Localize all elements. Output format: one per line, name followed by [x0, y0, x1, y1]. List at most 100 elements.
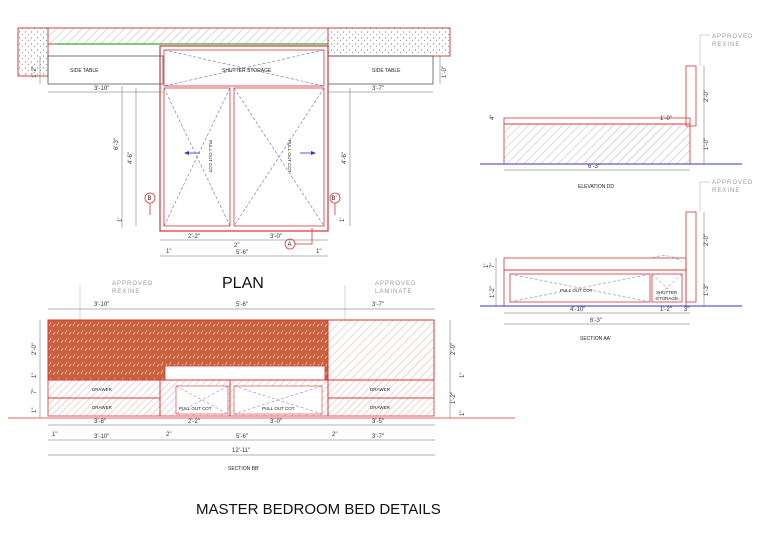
elev-note-1: APPROVED — [712, 34, 753, 40]
note-rexine-2: REXINE — [112, 289, 140, 295]
aa-mattress — [503, 257, 687, 271]
dim-bb-top-right: 3'-7" — [372, 302, 384, 308]
dim-elev-small: 1'-0" — [660, 116, 672, 122]
headboard-laminate — [327, 319, 435, 381]
dim-bb-h-d: 1'-2" — [451, 392, 457, 404]
dim-elev-e: 4" — [490, 115, 496, 120]
drawer-left-top-label: DRAWER — [92, 387, 113, 392]
dim-bb-h-b: 7" — [32, 389, 38, 394]
pull-out-left-label: PULL OUT COT — [208, 140, 213, 173]
section-bb-label: SECTION BB' — [228, 466, 259, 472]
dim-bb-c5: 2" — [332, 432, 337, 438]
drawer-right-top-label: DRAWER — [370, 387, 391, 392]
dim-bb-top-center: 5'-6" — [236, 302, 248, 308]
drawer-right-bottom — [327, 397, 435, 417]
dim-bb-board-left: 2'-0" — [32, 343, 38, 355]
aa-shutter-label-1: SHUTTER — [656, 290, 678, 295]
dim-left-inner: 4'-6" — [128, 152, 134, 164]
dim-right-inner: 4'-6" — [342, 152, 348, 164]
aa-cot — [509, 273, 651, 303]
dim-aa-w1: 4'-10" — [570, 307, 585, 313]
aa-note-1: APPROVED — [712, 180, 753, 186]
dim-tiny-right: 1' — [340, 218, 346, 222]
note-rexine-1: APPROVED — [112, 281, 153, 287]
cot-right-diag-2 — [233, 87, 325, 227]
marker-b-right-label: B' — [332, 196, 337, 202]
sheet-title: MASTER BEDROOM BED DETAILS — [196, 501, 441, 518]
dim-aa-total: 6'-3" — [590, 318, 602, 324]
dim-bb-c3: 2" — [166, 432, 171, 438]
dim-bb-c2: 3'-10" — [94, 434, 109, 440]
dim-elev-h2: 1'-0" — [704, 138, 710, 150]
elev-bed-body — [503, 123, 691, 165]
dim-bb-b1: 3'-8" — [94, 419, 106, 425]
pull-out-cot-right — [233, 87, 325, 227]
wall-top — [47, 27, 329, 45]
dim-aa-h4: 1' — [484, 264, 490, 268]
dim-top-left: 3'-10" — [94, 86, 109, 92]
wall-column-right — [327, 27, 451, 57]
dim-bb-total: 12'-11" — [232, 448, 250, 454]
drawer-right-bottom-label: DRAWER — [370, 405, 391, 410]
cot-bb-left-face — [175, 385, 229, 415]
drawer-left-bottom-label: DRAWER — [92, 405, 113, 410]
dim-top-right: 3'-7" — [372, 86, 384, 92]
section-bb-view: APPROVED REXINE APPROVED LAMINATE 3'-10"… — [8, 281, 515, 472]
side-table-left — [47, 55, 164, 85]
shutter-storage-label: SHUTTER STORAGE — [222, 68, 272, 74]
note-laminate-2: LAMINATE — [375, 289, 413, 295]
dim-elev-w: 6'-3" — [588, 164, 600, 170]
elevation-dd-label: ELEVATION DD — [578, 184, 614, 190]
dim-bb-b3: 3'-0" — [270, 419, 282, 425]
dim-left-small: 1' — [118, 218, 124, 222]
bed-outline — [159, 45, 329, 232]
dim-bb-b2: 2'-2" — [188, 419, 200, 425]
side-table-right-label: SIDE TABLE — [372, 68, 401, 74]
aa-cot-label: PULL OUT COT — [560, 288, 593, 293]
dim-bb-h-a: 1" — [32, 373, 38, 378]
dim-aa-h5: 7" — [490, 263, 496, 268]
dim-center-small: 2" — [234, 243, 239, 249]
arrow-left-head — [184, 151, 189, 155]
side-table-left-label: SIDE TABLE — [70, 68, 99, 74]
dim-left-outer: 6'-3" — [114, 138, 120, 150]
dim-aa-w2: 1'-2" — [660, 307, 672, 313]
dim-bb-h-f: 1" — [460, 411, 466, 416]
dim-edge-right: 1" — [316, 249, 321, 255]
aa-cot-diag-2 — [509, 273, 651, 303]
section-aa-label: SECTION AA' — [580, 336, 611, 342]
pull-out-right-label: PULL OUT COT — [287, 140, 292, 173]
aa-note-leader — [699, 181, 710, 212]
section-aa-view: APPROVED REXINE PULL OUT COT SHUTTER STO… — [480, 180, 753, 342]
dim-bb-h-c: 1" — [32, 408, 38, 413]
shutter-storage-box — [163, 49, 325, 87]
dim-edge-left: 1" — [166, 249, 171, 255]
elev-headboard — [685, 65, 697, 127]
dim-elev-h1: 2'-0" — [704, 90, 710, 102]
dim-bb-h-e: 1" — [460, 373, 466, 378]
plan-view: SIDE TABLE SIDE TABLE SHUTTER STORAGE PU… — [17, 27, 451, 292]
cot-bb-right-diag-2 — [233, 385, 323, 415]
headboard-cutout — [164, 365, 326, 381]
dim-cot-left: 2'-2" — [188, 234, 200, 240]
aa-swing-arc — [651, 255, 683, 263]
aa-headboard — [685, 211, 697, 303]
plan-title: PLAN — [222, 275, 264, 292]
elev-mattress — [503, 117, 691, 125]
dim-bb-b4: 3'-5" — [372, 419, 384, 425]
aa-storage-diag-2 — [651, 273, 683, 303]
dim-bb-top-left: 3'-10" — [94, 302, 109, 308]
aa-note-2: REXINE — [712, 188, 740, 194]
dim-total: 5'-6" — [236, 250, 248, 256]
dim-right-h1: 1'-0" — [442, 66, 448, 78]
pull-out-cot-left — [163, 87, 231, 227]
aa-shutter-label-2: STORAGE — [656, 296, 678, 301]
marker-a-label: A — [288, 242, 292, 248]
arrow-right-head — [311, 151, 316, 155]
elev-note-leader — [699, 34, 710, 66]
marker-b-left-label: B — [148, 196, 152, 202]
aa-shutter-storage — [651, 273, 683, 303]
storage-diag-2 — [163, 49, 325, 87]
marker-a-line — [295, 228, 313, 245]
elevation-dd-view: APPROVED REXINE 6'-3" 2'-0" 1'-0" 1'-0" … — [480, 34, 753, 190]
